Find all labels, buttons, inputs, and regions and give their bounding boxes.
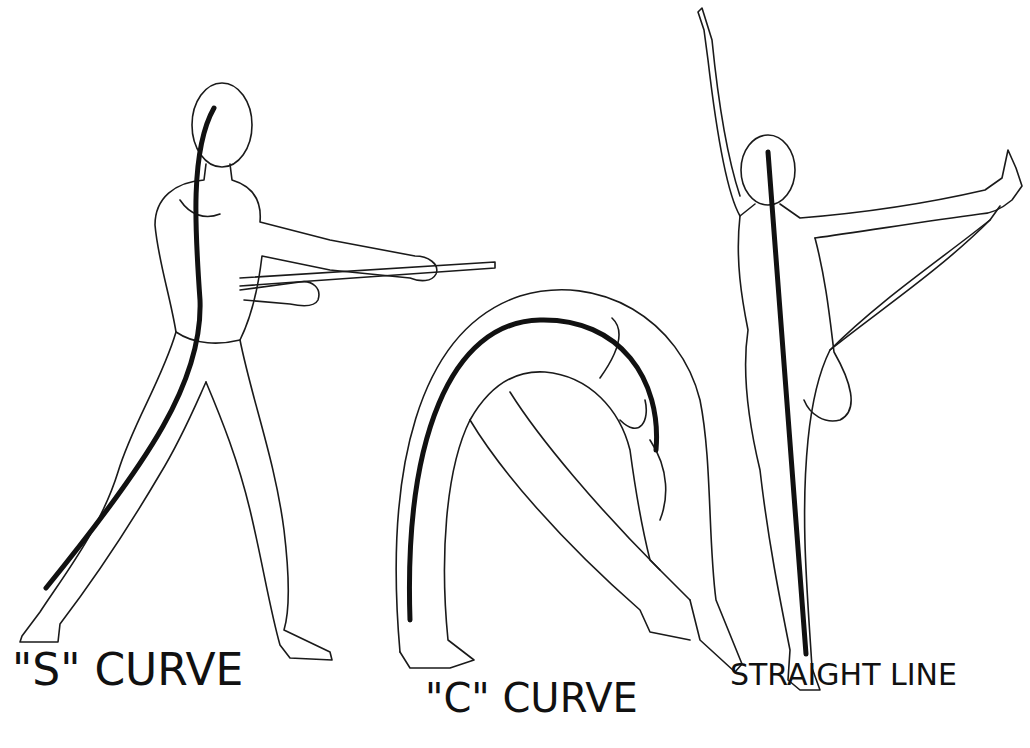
staff [240,262,495,286]
figure-caption: STRAIGHT LINE [730,658,957,691]
figure-detail [176,200,240,343]
figure-outline [470,318,690,640]
figure-detail [620,400,666,520]
figure-caption: "C" CURVE [425,676,638,720]
figure-outline [396,290,742,672]
figure-caption: "S" CURVE [12,646,243,694]
line-of-action [46,108,214,588]
s-curve-figure [20,83,495,660]
figure-outline [20,164,206,642]
straight-figure [698,8,1022,690]
figure-outline [804,220,990,421]
figure-outline [206,164,437,660]
c-curve-figure [396,290,742,672]
figure-outline [698,8,1022,238]
line-of-action [768,152,806,654]
line-of-action [409,320,656,620]
